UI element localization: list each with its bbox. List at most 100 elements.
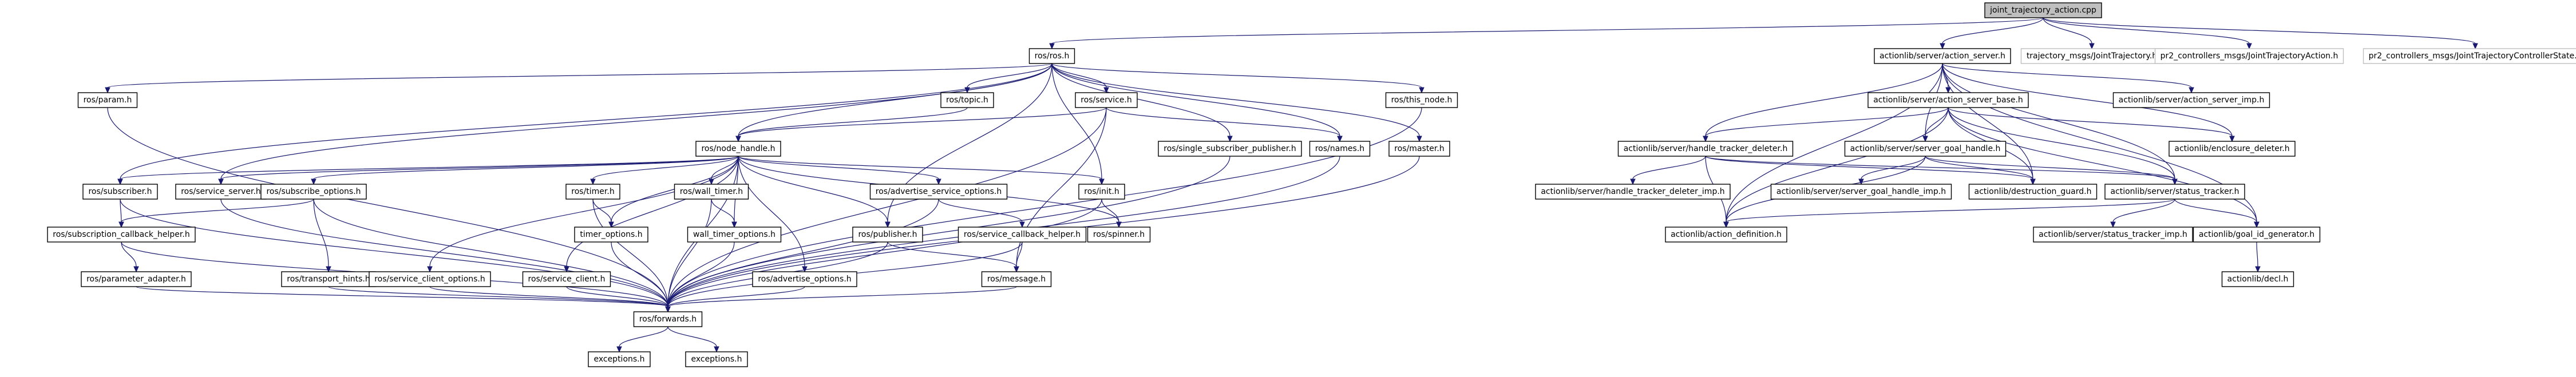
graph-node-ros-param[interactable]: ros/param.h bbox=[77, 92, 138, 108]
graph-node-ros-forwards[interactable]: ros/forwards.h bbox=[633, 311, 703, 327]
graph-node-ros-service-client-options[interactable]: ros/service_client_options.h bbox=[369, 271, 491, 287]
node-box bbox=[633, 311, 703, 327]
edge-arrowhead bbox=[117, 178, 123, 185]
graph-node-as-goal-id-generator[interactable]: actionlib/goal_id_generator.h bbox=[2193, 227, 2321, 243]
graph-node-ros-node-handle[interactable]: ros/node_handle.h bbox=[695, 141, 781, 157]
node-label: ros/service_client_options.h bbox=[374, 275, 485, 284]
edge-line bbox=[1051, 63, 1102, 180]
edge-line bbox=[1051, 63, 1230, 137]
graph-edge bbox=[2110, 199, 2175, 228]
graph-edge bbox=[1049, 17, 2044, 50]
graph-edge bbox=[1703, 107, 1949, 142]
graph-node-ros-service[interactable]: ros/service.h bbox=[1075, 92, 1138, 108]
node-box bbox=[1309, 141, 1371, 157]
graph-edge bbox=[1051, 63, 1233, 142]
edge-arrowhead bbox=[564, 266, 569, 273]
edge-arrowhead bbox=[326, 266, 331, 273]
graph-node-ros-subscribe-options[interactable]: ros/subscribe_options.h bbox=[260, 184, 367, 200]
node-box bbox=[940, 92, 994, 108]
graph-node-ros-init[interactable]: ros/init.h bbox=[1078, 184, 1125, 200]
graph-edge bbox=[2255, 241, 2261, 273]
graph-node-ros-timer-options[interactable]: timer_options.h bbox=[574, 227, 648, 243]
edge-line bbox=[313, 156, 739, 180]
graph-node-as-destruction-guard[interactable]: actionlib/destruction_guard.h bbox=[1968, 184, 2098, 200]
graph-node-ros-advertise-options[interactable]: ros/advertise_options.h bbox=[752, 271, 857, 287]
edge-line bbox=[107, 63, 1052, 88]
graph-edge bbox=[592, 199, 614, 228]
edge-arrowhead bbox=[1723, 221, 1729, 228]
graph-node-traj-msg[interactable]: trajectory_msgs/JointTrajectory.h bbox=[2020, 48, 2163, 64]
graph-node-ros-publisher[interactable]: ros/publisher.h bbox=[852, 227, 923, 243]
graph-node-ros-master[interactable]: ros/master.h bbox=[1388, 141, 1450, 157]
node-label: actionlib/server/handle_tracker_deleter.… bbox=[1624, 144, 1788, 153]
graph-node-ros-topic[interactable]: ros/topic.h bbox=[940, 92, 994, 108]
graph-node-ros-wall-timer[interactable]: ros/wall_timer.h bbox=[674, 184, 749, 200]
node-box bbox=[574, 227, 648, 243]
graph-node-as-enclosure-deleter[interactable]: actionlib/enclosure_deleter.h bbox=[2169, 141, 2296, 157]
node-label: ros/timer.h bbox=[571, 187, 614, 196]
graph-node-ros-service-client[interactable]: ros/service_client.h bbox=[522, 271, 611, 287]
edge-line bbox=[1942, 63, 2192, 88]
graph-node-exceptions2[interactable]: exceptions.h bbox=[685, 351, 748, 367]
node-box bbox=[2112, 92, 2270, 108]
graph-edge bbox=[564, 156, 739, 273]
graph-edge bbox=[735, 107, 968, 142]
edge-arrowhead bbox=[665, 306, 671, 313]
graph-node-pr2-jta[interactable]: pr2_controllers_msgs/JointTrajectoryActi… bbox=[2154, 48, 2344, 64]
graph-node-as-action-server-base[interactable]: actionlib/server/action_server_base.h bbox=[1867, 92, 2029, 108]
graph-node-ros-service-server[interactable]: ros/service_server.h bbox=[175, 184, 267, 200]
graph-node-ros-parameter-adapter[interactable]: ros/parameter_adapter.h bbox=[81, 271, 192, 287]
graph-node-as-action-server[interactable]: actionlib/server/action_server.h bbox=[1874, 48, 2011, 64]
graph-edge bbox=[738, 156, 808, 273]
graph-node-as-handle-tracker-deleter[interactable]: actionlib/server/handle_tracker_deleter.… bbox=[1617, 141, 1794, 157]
graph-edge bbox=[1051, 63, 1422, 142]
edge-line bbox=[711, 199, 735, 223]
graph-node-as-decl[interactable]: actionlib/decl.h bbox=[2221, 271, 2294, 287]
graph-node-as-status-tracker[interactable]: actionlib/server/status_tracker.h bbox=[2104, 184, 2245, 200]
edge-line bbox=[667, 326, 717, 347]
edge-line bbox=[121, 199, 314, 223]
node-label: actionlib/server/server_goal_handle.h bbox=[1850, 144, 2001, 153]
edge-line bbox=[1705, 156, 2175, 180]
graph-node-as-server-goal-handle[interactable]: actionlib/server/server_goal_handle.h bbox=[1844, 141, 2007, 157]
node-box bbox=[2221, 271, 2294, 287]
graph-node-as-server-goal-handle-imp[interactable]: actionlib/server/server_goal_handle_imp.… bbox=[1770, 184, 1952, 200]
node-box bbox=[82, 184, 158, 200]
graph-node-exceptions1[interactable]: exceptions.h bbox=[588, 351, 651, 367]
graph-node-as-action-definition[interactable]: actionlib/action_definition.h bbox=[1665, 227, 1787, 243]
graph-node-as-action-server-imp[interactable]: actionlib/server/action_server_imp.h bbox=[2112, 92, 2270, 108]
node-box bbox=[687, 227, 782, 243]
graph-node-ros-advertise-service-options[interactable]: ros/advertise_service_options.h bbox=[869, 184, 1008, 200]
graph-node-pr2-jtcs[interactable]: pr2_controllers_msgs/JointTrajectoryCont… bbox=[2363, 48, 2576, 64]
edge-line bbox=[738, 107, 968, 137]
edge-line bbox=[667, 107, 1422, 307]
graph-node-ros-service-cb-helper[interactable]: ros/service_callback_helper.h bbox=[957, 227, 1087, 243]
edge-line bbox=[738, 107, 1107, 137]
graph-edge bbox=[120, 199, 671, 313]
edge-line bbox=[1948, 107, 2257, 223]
graph-node-ros-timer[interactable]: ros/timer.h bbox=[565, 184, 620, 200]
graph-node-root[interactable]: joint_trajectory_action.cpp bbox=[1984, 2, 2102, 18]
graph-edge bbox=[429, 286, 671, 313]
graph-node-as-handle-tracker-deleter-imp[interactable]: actionlib/server/handle_tracker_deleter_… bbox=[1535, 184, 1731, 200]
graph-node-ros-wall-timer-options[interactable]: wall_timer_options.h bbox=[687, 227, 782, 243]
edge-line bbox=[1051, 17, 2044, 44]
node-box bbox=[1874, 48, 2011, 64]
graph-node-ros-this-node[interactable]: ros/this_node.h bbox=[1385, 92, 1458, 108]
edge-arrowhead bbox=[1116, 221, 1122, 228]
graph-node-ros-transport-hints[interactable]: ros/transport_hints.h bbox=[281, 271, 376, 287]
graph-node-ros-spinner[interactable]: ros/spinner.h bbox=[1087, 227, 1151, 243]
graph-edge bbox=[1940, 17, 2044, 50]
node-label: ros/subscribe_options.h bbox=[266, 187, 361, 196]
graph-node-ros-single-sub-pub[interactable]: ros/single_subscriber_publisher.h bbox=[1158, 141, 1302, 157]
graph-edge bbox=[738, 156, 1105, 185]
graph-edge bbox=[738, 156, 941, 185]
edge-line bbox=[667, 107, 1107, 307]
edge-line bbox=[619, 326, 668, 347]
graph-node-ros-subscriber[interactable]: ros/subscriber.h bbox=[82, 184, 158, 200]
graph-node-ros-names[interactable]: ros/names.h bbox=[1309, 141, 1371, 157]
graph-node-ros-sub-cb-helper[interactable]: ros/subscription_callback_helper.h bbox=[47, 227, 196, 243]
graph-node-ros-message[interactable]: ros/message.h bbox=[981, 271, 1052, 287]
graph-node-as-status-tracker-imp[interactable]: actionlib/server/status_tracker_imp.h bbox=[2033, 227, 2193, 243]
graph-node-ros-ros[interactable]: ros/ros.h bbox=[1028, 48, 1075, 64]
